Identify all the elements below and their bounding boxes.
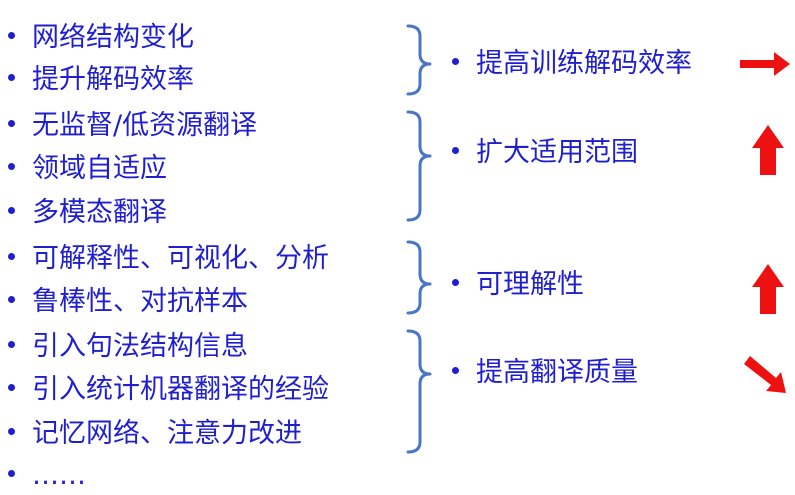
bullet-icon bbox=[8, 253, 15, 260]
bullet-icon bbox=[8, 341, 15, 348]
topic-item: 记忆网络、注意力改进 bbox=[8, 418, 302, 450]
arrow-right-icon bbox=[740, 52, 790, 76]
goal-item: 提高翻译质量 bbox=[452, 357, 638, 389]
bullet-icon bbox=[452, 367, 459, 374]
topic-label: 网络结构变化 bbox=[32, 22, 194, 53]
topic-label: 鲁棒性、对抗样本 bbox=[32, 286, 248, 317]
curly-brace-icon bbox=[406, 329, 432, 454]
curly-brace-icon bbox=[406, 240, 432, 315]
goal-label: 可理解性 bbox=[476, 269, 584, 300]
topic-label: 多模态翻译 bbox=[32, 197, 167, 228]
goal-label: 提高训练解码效率 bbox=[476, 48, 692, 79]
topic-label: 提升解码效率 bbox=[32, 64, 194, 95]
topic-item: 提升解码效率 bbox=[8, 64, 194, 96]
bullet-icon bbox=[8, 428, 15, 435]
topic-label: 领域自适应 bbox=[32, 153, 167, 184]
goal-item: 提高训练解码效率 bbox=[452, 48, 692, 80]
bullet-icon bbox=[8, 384, 15, 391]
curly-brace-icon bbox=[406, 110, 432, 222]
bullet-icon bbox=[8, 296, 15, 303]
topic-label: 无监督/低资源翻译 bbox=[32, 110, 258, 141]
topic-item: 领域自适应 bbox=[8, 153, 167, 185]
bullet-icon bbox=[8, 163, 15, 170]
goal-label: 提高翻译质量 bbox=[476, 357, 638, 388]
topic-item: 多模态翻译 bbox=[8, 197, 167, 229]
bullet-icon bbox=[8, 120, 15, 127]
topic-item: 引入统计机器翻译的经验 bbox=[8, 374, 329, 406]
bullet-icon bbox=[8, 32, 15, 39]
arrow-up-icon bbox=[752, 264, 784, 314]
topic-item: 无监督/低资源翻译 bbox=[8, 110, 257, 142]
bullet-icon bbox=[8, 207, 15, 214]
topic-label: 引入统计机器翻译的经验 bbox=[32, 374, 329, 405]
topic-item: …… bbox=[8, 460, 86, 492]
goal-item: 扩大适用范围 bbox=[452, 137, 638, 169]
bullet-icon bbox=[8, 74, 15, 81]
topic-item: 引入句法结构信息 bbox=[8, 331, 248, 363]
topic-label: 可解释性、可视化、分析 bbox=[32, 243, 329, 274]
bullet-icon bbox=[452, 58, 459, 65]
goal-item: 可理解性 bbox=[452, 269, 584, 301]
trailing-ellipsis: …… bbox=[32, 460, 86, 491]
bullet-icon bbox=[452, 279, 459, 286]
topic-item: 可解释性、可视化、分析 bbox=[8, 243, 329, 275]
curly-brace-icon bbox=[406, 24, 432, 96]
arrow-up-icon bbox=[752, 125, 784, 175]
topic-item: 网络结构变化 bbox=[8, 22, 194, 54]
arrow-down-right-icon bbox=[744, 356, 786, 393]
topic-label: 引入句法结构信息 bbox=[32, 331, 248, 362]
bullet-icon bbox=[8, 470, 15, 477]
topic-item: 鲁棒性、对抗样本 bbox=[8, 286, 248, 318]
goal-label: 扩大适用范围 bbox=[476, 137, 638, 168]
bullet-icon bbox=[452, 147, 459, 154]
topic-label: 记忆网络、注意力改进 bbox=[32, 418, 302, 449]
